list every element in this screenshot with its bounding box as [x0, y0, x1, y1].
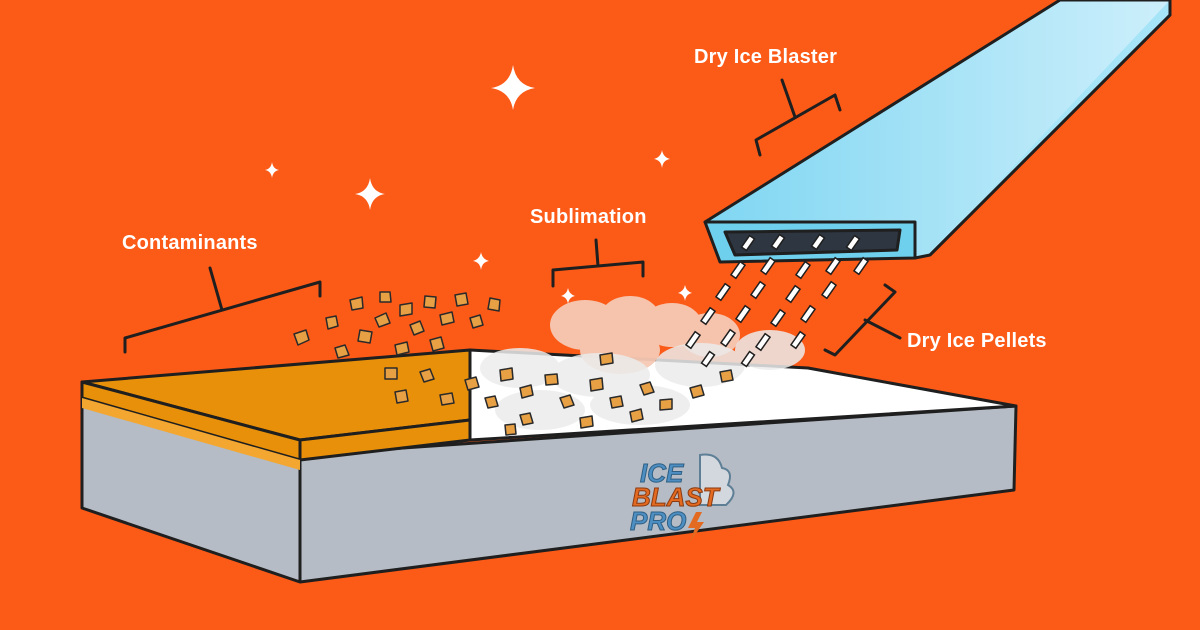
dry-ice-pellets [684, 233, 870, 368]
sparkle-icon [654, 150, 670, 168]
sparkle-icon [491, 65, 535, 110]
sparkle-icons [265, 65, 692, 304]
svg-text:BLAST: BLAST [632, 482, 721, 512]
label-brackets [123, 78, 902, 357]
sublimation-label: Sublimation [530, 206, 647, 228]
svg-text:PRO: PRO [630, 506, 686, 536]
sparkle-icon [473, 252, 489, 270]
sparkle-icon [265, 162, 279, 178]
sublimation-bracket [551, 238, 645, 288]
svg-text:ICE: ICE [640, 458, 684, 488]
sparkle-icon [561, 288, 575, 304]
dry-ice-pellets-bracket [823, 283, 902, 357]
dry-ice-pellets-label: Dry Ice Pellets [907, 330, 1047, 352]
dry-ice-blaster-nozzle [703, 0, 1172, 264]
sparkle-icon [355, 178, 385, 210]
dry-ice-blaster-bracket [754, 78, 842, 157]
dry-ice-blaster-label: Dry Ice Blaster [694, 46, 838, 68]
contaminants-label: Contaminants [122, 232, 258, 254]
contaminant-debris [293, 291, 734, 436]
contaminants-bracket [123, 266, 322, 354]
ice-blast-pro-logo: ICE BLAST PRO [630, 453, 735, 542]
sparkle-icon [678, 285, 692, 301]
